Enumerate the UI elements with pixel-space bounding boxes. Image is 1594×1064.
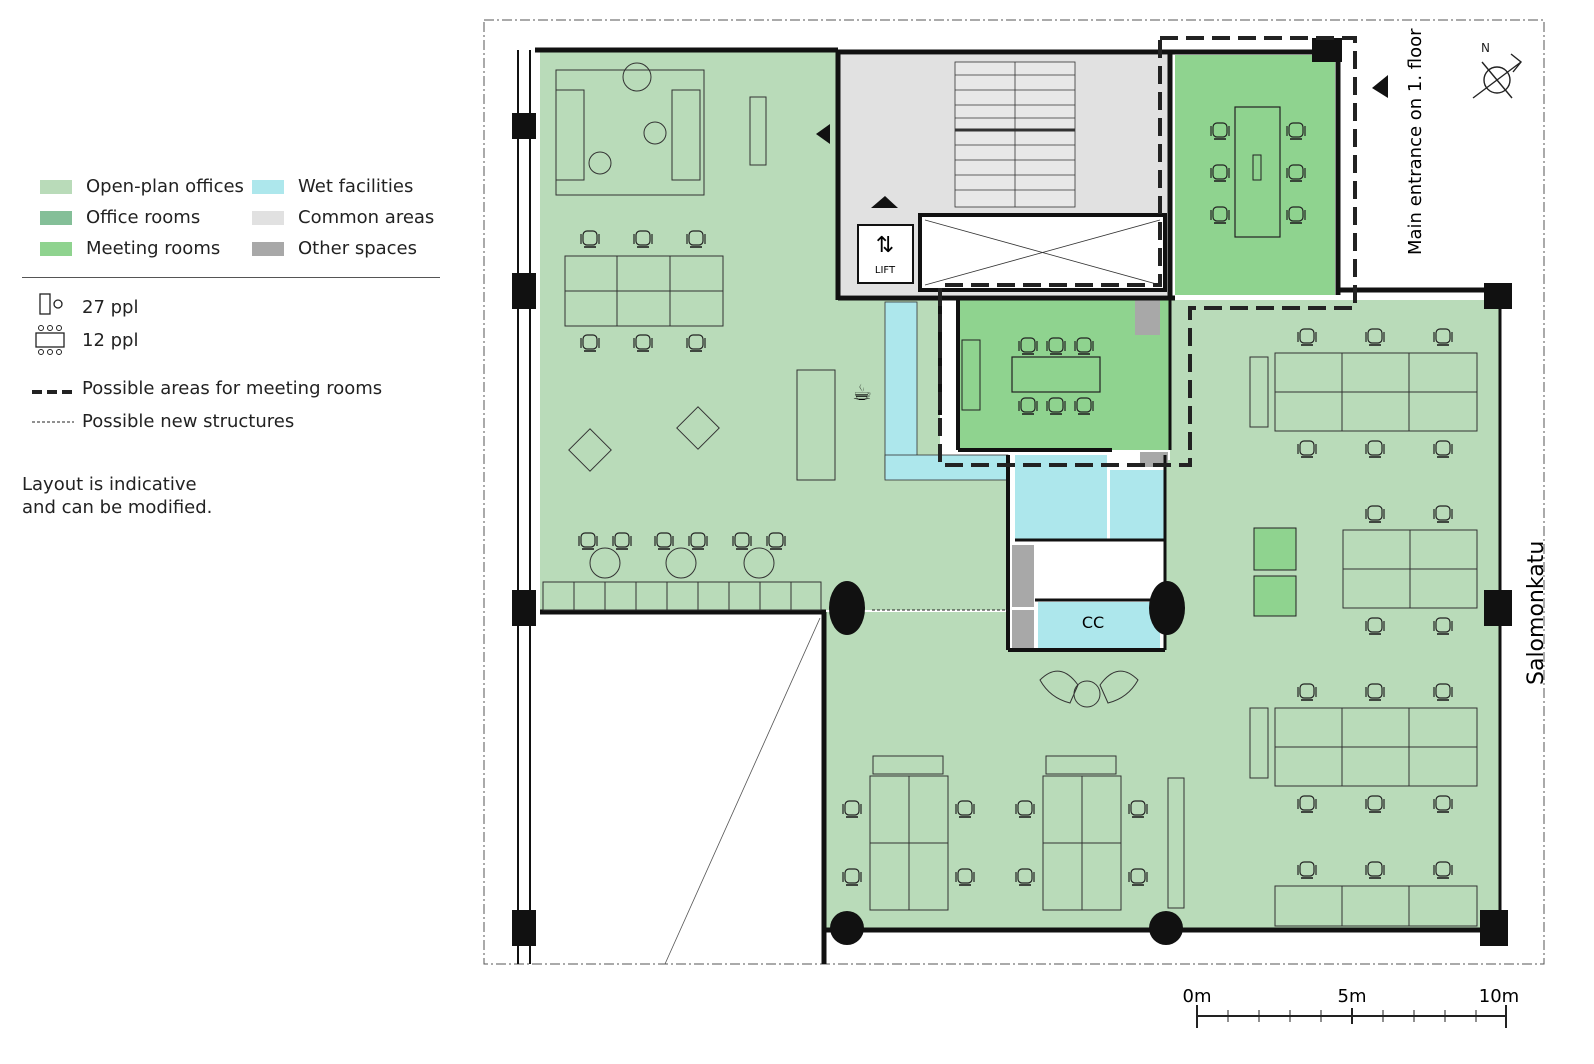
columns: [512, 38, 1512, 946]
legend-label: Meeting rooms: [86, 238, 221, 259]
legend-label: Other spaces: [298, 238, 418, 259]
lift: ⇅ LIFT: [857, 224, 914, 284]
legend-item-open-plan: Open-plan offices: [40, 176, 244, 197]
street-label: Salomonkatu: [1524, 541, 1549, 685]
entrance-marker-main: [1372, 75, 1388, 98]
scale-label-5: 5m: [1338, 986, 1367, 1007]
desk-group-west: [564, 230, 724, 352]
dashed-thick-label: Possible areas for meeting rooms: [82, 378, 383, 399]
legend-item-wet-facilities: Wet facilities: [252, 176, 413, 197]
swatch-other-spaces: [252, 241, 284, 256]
note-line-1: Layout is indicative: [22, 474, 197, 495]
stairs: [954, 61, 1076, 208]
lounge-furniture: [555, 62, 767, 196]
desk-icon: [39, 293, 51, 315]
scale-bar: 0m 5m 10m: [1183, 986, 1519, 1028]
lift-arrows-icon: ⇅: [876, 233, 894, 258]
main-entrance-label: Main entrance on 1. floor: [1405, 28, 1426, 255]
lift-label: LIFT: [875, 265, 896, 276]
swatch-open-plan: [40, 179, 72, 194]
scale-label-10: 10m: [1479, 986, 1519, 1007]
bench-west: [542, 369, 836, 611]
cc-label: CC: [1082, 613, 1104, 632]
capacity-12-label: 12 ppl: [82, 330, 139, 351]
legend-item-other-spaces: Other spaces: [252, 238, 417, 259]
swatch-wet-facilities: [252, 179, 284, 194]
legend-item-meeting-rooms: Meeting rooms: [40, 238, 220, 259]
legend-label: Common areas: [298, 207, 435, 228]
swatch-common-areas: [252, 210, 284, 225]
meeting-room-north: [1175, 55, 1335, 295]
legend-divider: [22, 277, 440, 278]
legend-item-office-rooms: Office rooms: [40, 207, 200, 228]
north-label: N: [1481, 41, 1490, 55]
note-line-2: and can be modified.: [22, 497, 213, 518]
possible-meeting-room-areas: [938, 36, 1357, 467]
swatch-office-rooms: [40, 210, 72, 225]
north-arrow-icon: N: [1472, 41, 1522, 99]
table-icon: [35, 325, 65, 355]
wet-facilities: CC: [884, 301, 1165, 648]
phone-booths: [1253, 527, 1297, 617]
site-boundary: [483, 19, 1545, 965]
coffee-icon: ☕: [852, 381, 872, 406]
diamond-tables: [568, 406, 720, 472]
desk-groups-east: [869, 352, 1478, 927]
capacity-icons: [35, 293, 65, 355]
scale-label-0: 0m: [1183, 986, 1212, 1007]
dashed-thin-label: Possible new structures: [82, 411, 295, 432]
lounge-chairs-centre: [1039, 670, 1139, 708]
swatch-meeting-rooms: [40, 241, 72, 256]
void-diagonal: [664, 617, 821, 965]
meeting-room-centre: [958, 300, 1170, 450]
legend-label: Wet facilities: [298, 176, 414, 197]
entrance-marker-west: [816, 124, 830, 144]
round-tables: [578, 532, 786, 579]
legend-label: Open-plan offices: [86, 176, 244, 197]
chair-icon: [53, 299, 63, 309]
legend-item-common-areas: Common areas: [252, 207, 434, 228]
entrance-marker-lift: [871, 196, 898, 208]
other-spaces: [1012, 300, 1168, 648]
legend-label: Office rooms: [86, 207, 201, 228]
line-legend-icons: [32, 390, 74, 423]
capacity-27-label: 27 ppl: [82, 297, 139, 318]
